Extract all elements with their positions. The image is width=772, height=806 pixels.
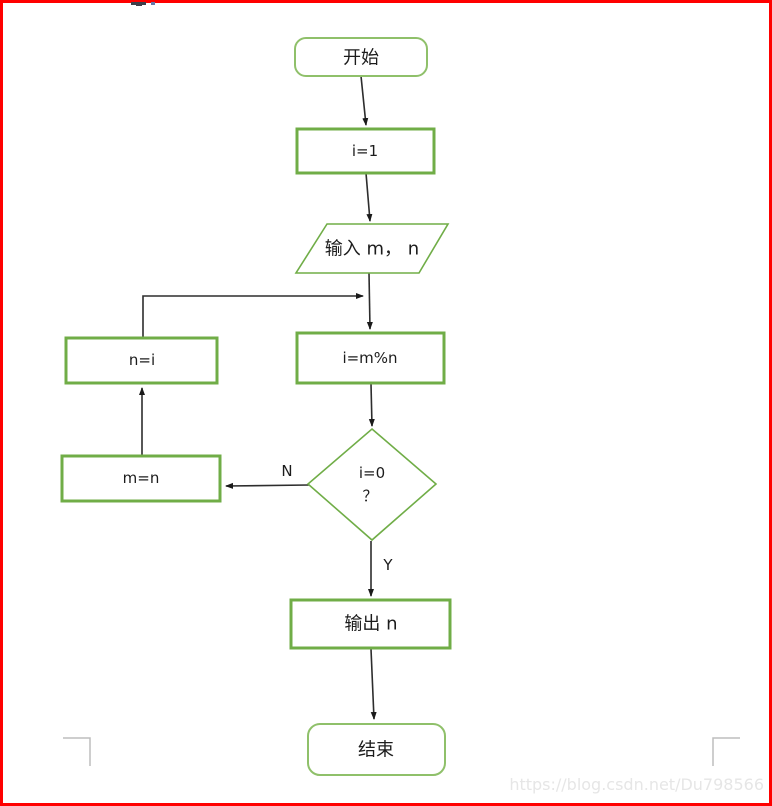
node-start-label: 开始	[343, 48, 379, 69]
connector-input-to-mod	[366, 272, 373, 330]
node-init: i=1	[295, 127, 436, 175]
connector-start-to-init	[360, 75, 369, 126]
node-decision-label: i=0	[359, 464, 385, 482]
watermark: https://blog.csdn.net/Du798566	[509, 775, 764, 794]
node-n-eq-i-label: n=i	[129, 351, 155, 369]
page-corner-mark-left	[63, 737, 91, 766]
edge-label-yes: Y	[382, 556, 393, 574]
node-init-label: i=1	[352, 142, 378, 160]
node-decision-label2: ？	[362, 487, 377, 505]
edge-label-no: N	[281, 462, 292, 480]
node-output-label: 输出 n	[344, 614, 397, 635]
connector-output-to-end	[370, 648, 377, 720]
page-corner-mark-right	[712, 737, 740, 766]
clipped-text-fragment	[131, 2, 155, 6]
connector-init-to-input	[365, 172, 373, 222]
node-mod-label: i=m%n	[342, 349, 397, 367]
connector-neqi-loopback	[142, 293, 364, 337]
node-input: 输入 m， n	[294, 223, 450, 274]
node-n-eq-i: n=i	[64, 336, 219, 385]
node-m-eq-n: m=n	[60, 454, 222, 503]
node-mod: i=m%n	[295, 331, 446, 385]
node-end: 结束	[307, 723, 446, 776]
node-input-label: 输入 m， n	[325, 239, 419, 260]
node-end-label: 结束	[358, 740, 394, 761]
node-m-eq-n-label: m=n	[123, 469, 160, 487]
connector-decision-no-to-meqn	[225, 482, 310, 489]
node-start: 开始	[294, 37, 428, 77]
node-decision: i=0 ？	[306, 427, 438, 542]
node-output: 输出 n	[289, 598, 452, 650]
connector-mod-to-decision	[368, 383, 375, 427]
